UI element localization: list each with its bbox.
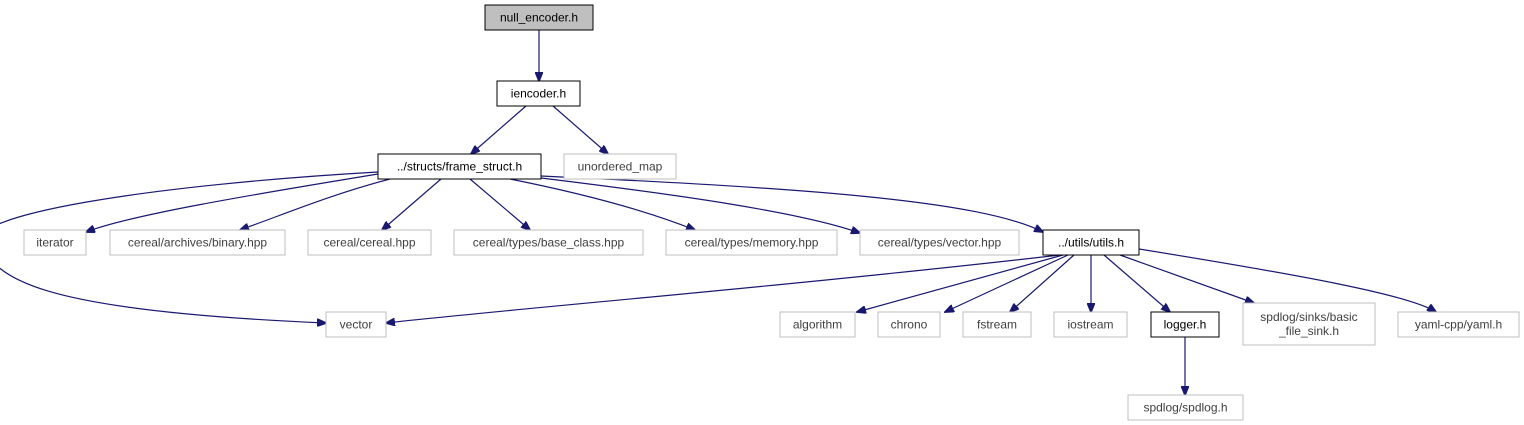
node-box bbox=[563, 153, 677, 180]
node-box bbox=[1127, 394, 1244, 421]
node-label: cereal/types/memory.hpp bbox=[685, 236, 819, 250]
node-cereal_base_class: cereal/types/base_class.hpp bbox=[453, 229, 644, 256]
node-frame_struct[interactable]: ../structs/frame_struct.h bbox=[377, 153, 542, 180]
node-fstream: fstream bbox=[962, 311, 1032, 338]
edge-utils-to-algorithm bbox=[857, 254, 1064, 312]
node-box bbox=[496, 80, 581, 107]
edge-utils-to-logger bbox=[1103, 254, 1170, 312]
node-box bbox=[1053, 311, 1128, 338]
node-algorithm: algorithm bbox=[779, 311, 856, 338]
edges-layer bbox=[0, 30, 1436, 395]
node-box bbox=[484, 4, 594, 31]
node-label: cereal/archives/binary.hpp bbox=[128, 236, 268, 250]
node-iencoder[interactable]: iencoder.h bbox=[496, 80, 581, 107]
node-utils[interactable]: ../utils/utils.h bbox=[1042, 229, 1140, 256]
node-box bbox=[109, 229, 286, 256]
node-logger[interactable]: logger.h bbox=[1150, 311, 1220, 338]
edge-utils-to-yaml bbox=[1138, 248, 1436, 312]
edge-utils-to-chrono bbox=[945, 254, 1069, 312]
node-iostream: iostream bbox=[1053, 311, 1128, 338]
node-label: ../utils/utils.h bbox=[1058, 236, 1124, 250]
edge-utils-to-vector bbox=[386, 254, 1061, 323]
node-label: iterator bbox=[36, 236, 73, 250]
node-label: iencoder.h bbox=[511, 87, 566, 101]
edge-frame_struct-to-cereal_vector bbox=[540, 177, 860, 233]
edge-frame_struct-to-cereal_cereal bbox=[382, 178, 442, 230]
node-cereal_vector: cereal/types/vector.hpp bbox=[859, 229, 1020, 256]
edge-utils-to-basic_file_sink bbox=[1119, 254, 1254, 303]
node-label: cereal/cereal.hpp bbox=[323, 236, 415, 250]
edge-frame_struct-to-cereal_base_class bbox=[469, 178, 530, 230]
edge-utils-to-fstream bbox=[1010, 254, 1075, 312]
edge-frame_struct-to-cereal_binary bbox=[240, 178, 391, 230]
node-label: cereal/types/vector.hpp bbox=[878, 236, 1002, 250]
edge-frame_struct-to-iterator bbox=[86, 173, 379, 232]
node-box bbox=[1150, 311, 1220, 338]
node-spdlog: spdlog/spdlog.h bbox=[1127, 394, 1244, 421]
node-vector: vector bbox=[325, 311, 387, 338]
edge-frame_struct-to-vector bbox=[0, 171, 379, 323]
edge-frame_struct-to-cereal_memory bbox=[509, 178, 695, 230]
node-iterator: iterator bbox=[23, 229, 87, 256]
edge-frame_struct-to-utils bbox=[540, 175, 1043, 232]
node-box bbox=[859, 229, 1020, 256]
node-label: null_encoder.h bbox=[500, 11, 578, 25]
node-box bbox=[962, 311, 1032, 338]
node-yaml: yaml-cpp/yaml.h bbox=[1397, 311, 1520, 338]
node-box bbox=[23, 229, 87, 256]
node-box bbox=[307, 229, 432, 256]
node-box bbox=[1042, 229, 1140, 256]
node-label: chrono bbox=[891, 318, 928, 332]
node-label: unordered_map bbox=[578, 160, 663, 174]
node-label: cereal/types/base_class.hpp bbox=[473, 236, 625, 250]
nodes-layer: null_encoder.h iencoder.h ../structs/frame… bbox=[23, 4, 1520, 421]
node-label: vector bbox=[340, 318, 373, 332]
node-basic_file_sink: spdlog/sinks/basic_file_sink.h bbox=[1242, 302, 1376, 346]
node-chrono: chrono bbox=[877, 311, 941, 338]
node-box bbox=[779, 311, 856, 338]
node-label: ../structs/frame_struct.h bbox=[397, 160, 522, 174]
node-label: algorithm bbox=[793, 318, 842, 332]
node-box bbox=[877, 311, 941, 338]
node-cereal_binary: cereal/archives/binary.hpp bbox=[109, 229, 286, 256]
node-label: iostream bbox=[1067, 318, 1113, 332]
node-box bbox=[453, 229, 644, 256]
node-label: yaml-cpp/yaml.h bbox=[1415, 318, 1502, 332]
node-box bbox=[325, 311, 387, 338]
node-box bbox=[377, 153, 542, 180]
node-box bbox=[1397, 311, 1520, 338]
node-box bbox=[1242, 302, 1376, 346]
node-cereal_cereal: cereal/cereal.hpp bbox=[307, 229, 432, 256]
node-null_encoder[interactable]: null_encoder.h bbox=[484, 4, 594, 31]
node-label: fstream bbox=[977, 318, 1017, 332]
node-unordered_map: unordered_map bbox=[563, 153, 677, 180]
edge-iencoder-to-unordered_map bbox=[552, 105, 608, 154]
node-label: _file_sink.h bbox=[1278, 324, 1339, 338]
node-label: spdlog/sinks/basic bbox=[1260, 310, 1357, 324]
node-box bbox=[665, 229, 838, 256]
node-cereal_memory: cereal/types/memory.hpp bbox=[665, 229, 838, 256]
node-label: spdlog/spdlog.h bbox=[1143, 401, 1227, 415]
edge-iencoder-to-frame_struct bbox=[471, 105, 527, 154]
node-label: logger.h bbox=[1164, 318, 1207, 332]
